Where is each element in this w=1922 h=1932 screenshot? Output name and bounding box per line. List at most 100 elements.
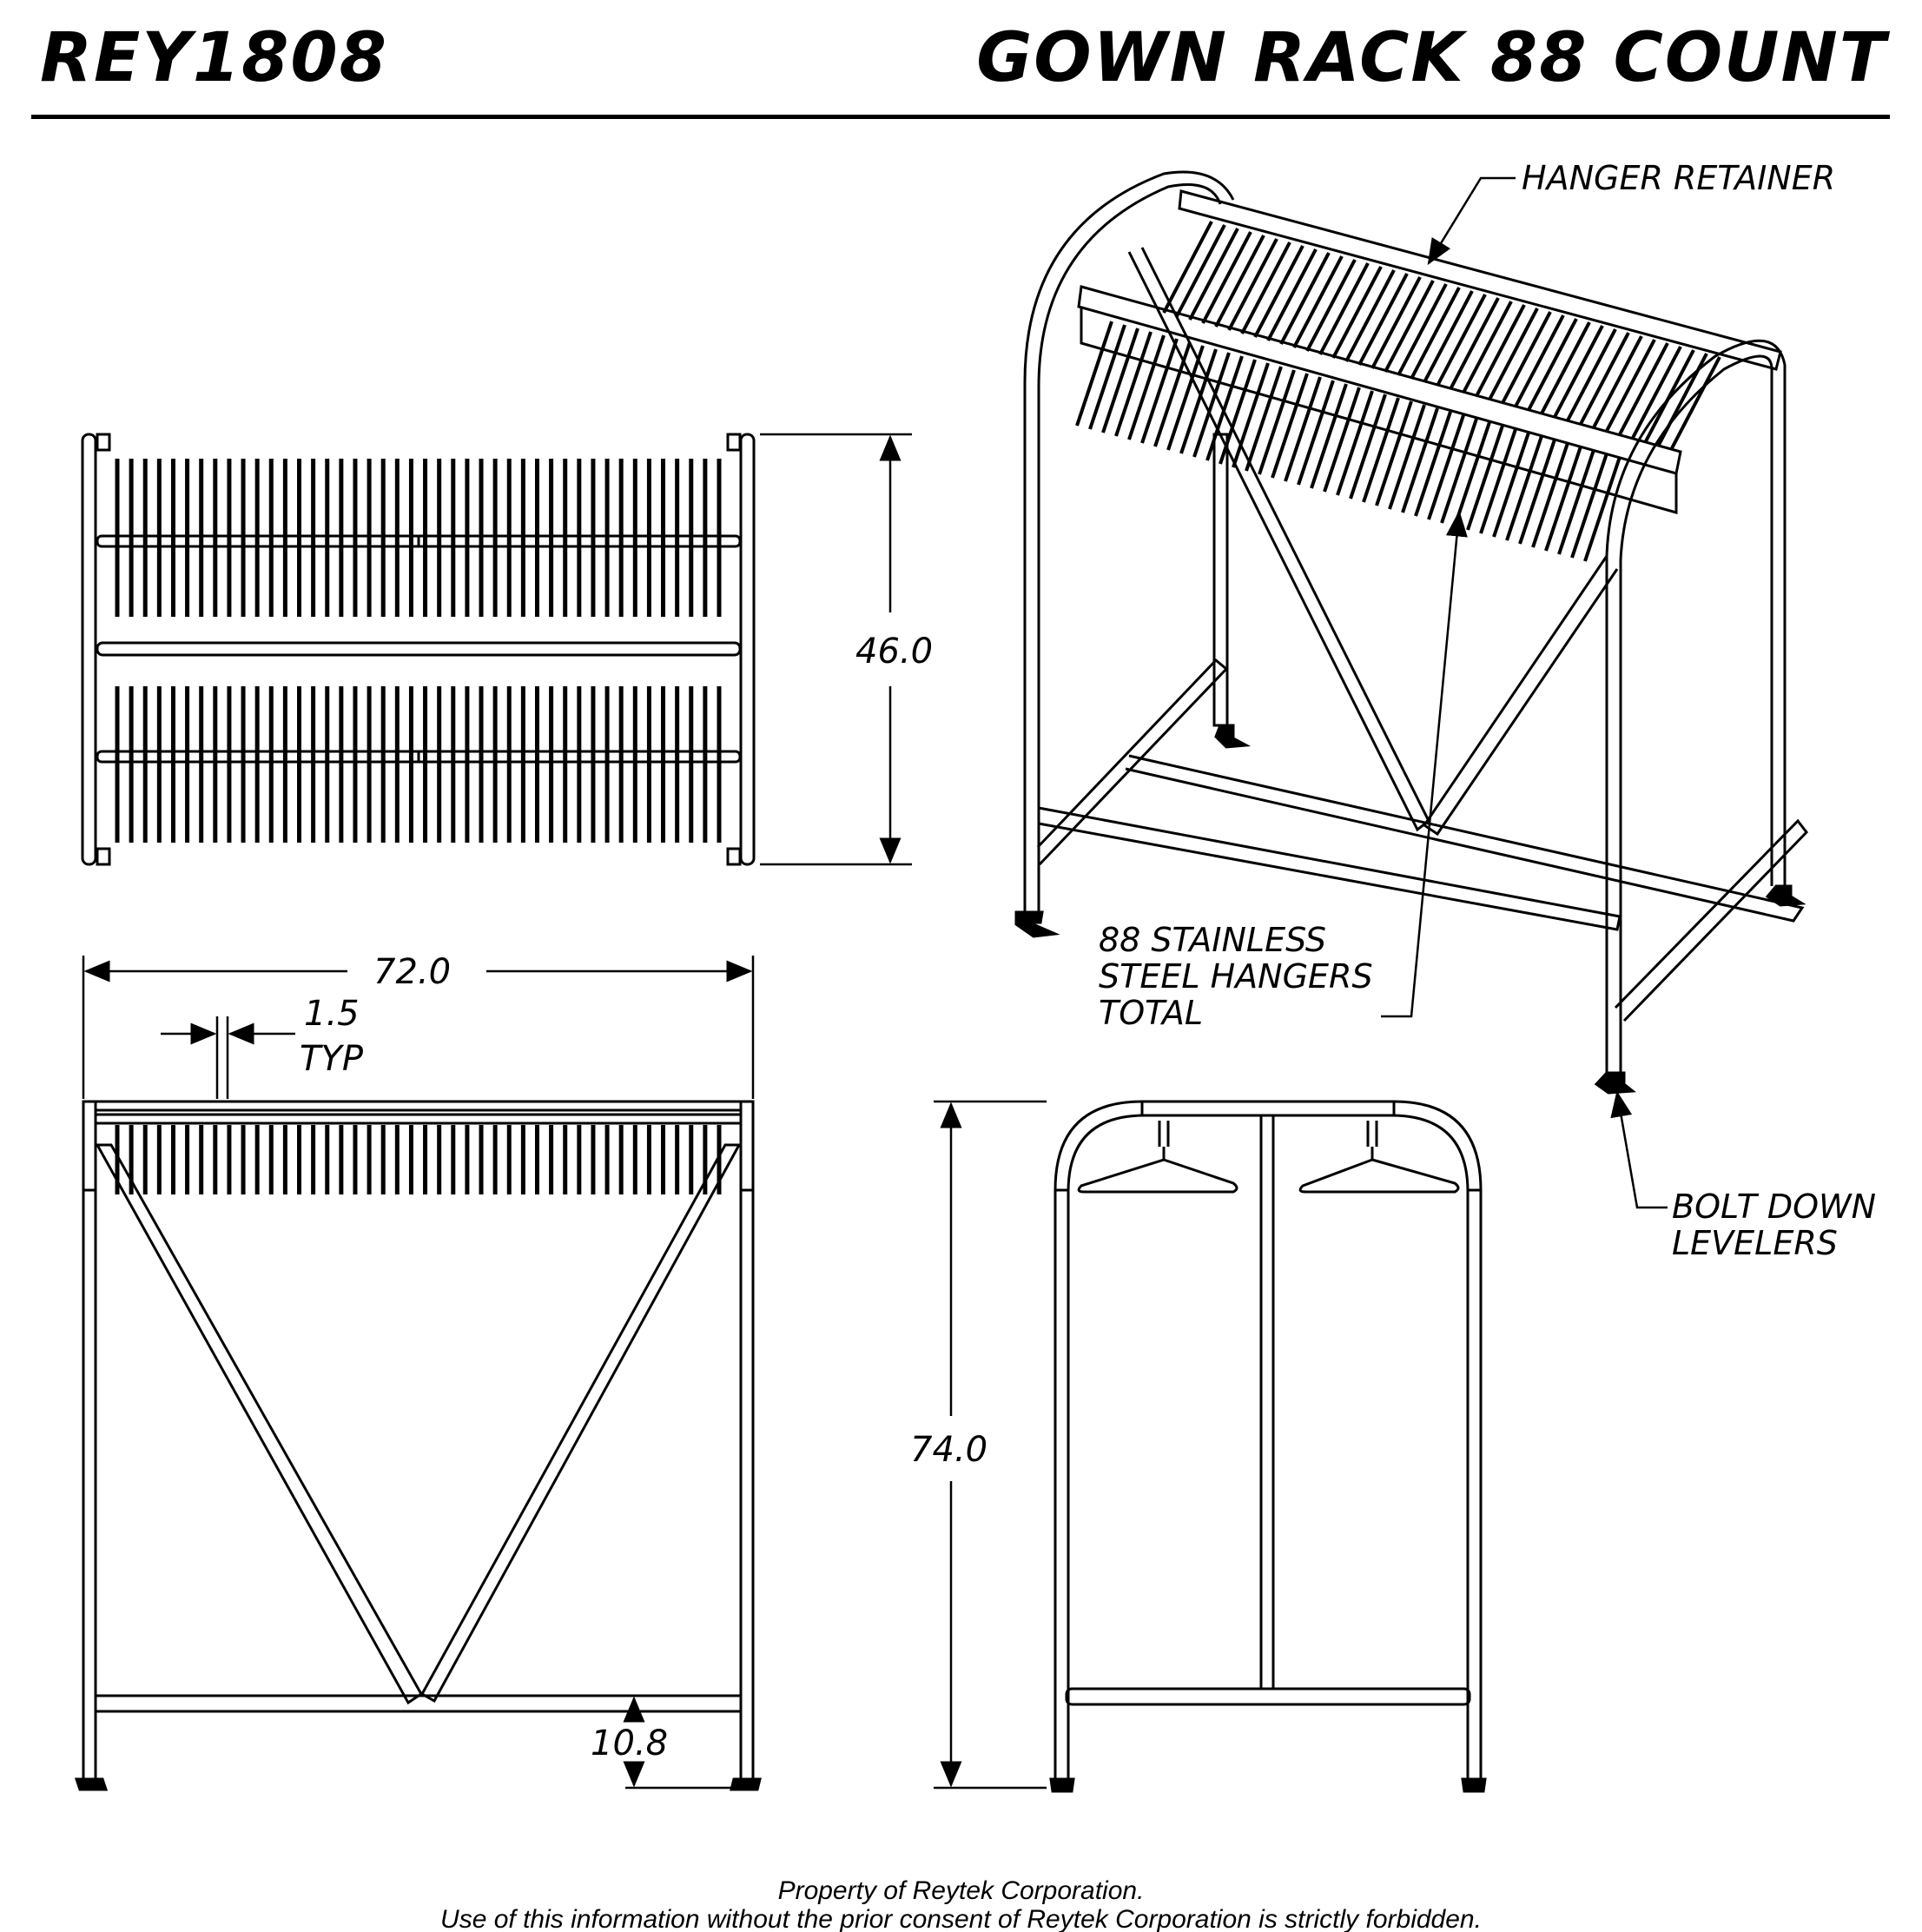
iso-hanger-stroke xyxy=(1245,366,1283,472)
levelers-callout-line-1: BOLT DOWN xyxy=(1672,1188,1876,1226)
overall-height-dimension-label: 74.0 xyxy=(910,1430,987,1470)
iso-hanger-stroke xyxy=(1449,297,1500,390)
iso-hanger-stroke xyxy=(1219,359,1257,465)
iso-hanger-stroke xyxy=(1553,325,1604,418)
iso-hanger-stroke xyxy=(1127,334,1166,440)
iso-hanger-stroke xyxy=(1284,376,1322,482)
iso-hanger-stroke xyxy=(1188,228,1239,321)
iso-hanger-stroke xyxy=(1544,446,1582,552)
dimension-hanger-spacing xyxy=(161,1016,295,1099)
iso-hanger-stroke xyxy=(1427,414,1465,520)
iso-hanger-stroke xyxy=(1518,439,1556,545)
depth-dimension-label: 46.0 xyxy=(855,632,933,672)
iso-hanger-stroke xyxy=(1631,346,1682,439)
iso-hanger-stroke xyxy=(1475,304,1526,397)
iso-hanger-stroke xyxy=(1232,362,1270,468)
bottom-rail-dimension-label: 10.8 xyxy=(591,1724,668,1763)
iso-hanger-stroke xyxy=(1192,352,1231,458)
hangers-callout-line-2: STEEL HANGERS xyxy=(1099,957,1373,996)
iso-hanger-stroke xyxy=(1349,394,1387,500)
hanger-retainer-callout: HANGER RETAINER xyxy=(1522,159,1835,197)
iso-hanger-stroke xyxy=(1344,269,1396,362)
iso-hanger-stroke xyxy=(1088,324,1126,430)
iso-hanger-stroke xyxy=(1305,259,1357,352)
iso-hanger-stroke xyxy=(1540,321,1591,414)
iso-hanger-stroke xyxy=(1253,245,1304,338)
iso-hanger-stroke xyxy=(1488,308,1539,400)
isometric-hangers xyxy=(1075,221,1721,562)
drawing-title: GOWN RACK 88 COUNT xyxy=(976,19,1887,97)
iso-hanger-stroke xyxy=(1501,311,1552,404)
iso-hanger-stroke xyxy=(1227,238,1278,331)
hangers-callout-line-1: 88 STAINLESS xyxy=(1099,921,1326,959)
iso-hanger-stroke xyxy=(1618,342,1669,435)
iso-hanger-stroke xyxy=(1370,276,1422,369)
iso-hanger-stroke xyxy=(1075,321,1113,427)
iso-hanger-stroke xyxy=(1153,341,1192,447)
iso-hanger-stroke xyxy=(1657,353,1708,446)
iso-hanger-stroke xyxy=(1162,221,1213,314)
iso-hanger-stroke xyxy=(1297,380,1335,486)
iso-hanger-stroke xyxy=(1514,314,1565,407)
title-divider xyxy=(31,115,1890,119)
iso-hanger-stroke xyxy=(1201,231,1252,324)
part-number: REY1808 xyxy=(40,19,388,97)
iso-hanger-stroke xyxy=(1271,373,1309,479)
iso-hanger-stroke xyxy=(1505,435,1543,541)
iso-hanger-stroke xyxy=(1644,349,1695,442)
iso-hanger-stroke xyxy=(1479,428,1517,534)
hangers-callout-line-3: TOTAL xyxy=(1099,994,1203,1032)
footer-usage-notice: Use of this information without the prio… xyxy=(440,1905,1482,1932)
width-dimension-label: 72.0 xyxy=(373,952,451,992)
iso-hanger-stroke xyxy=(1214,235,1265,328)
dimension-bottom-rail xyxy=(623,1696,738,1790)
iso-hanger-stroke xyxy=(1492,432,1530,538)
dimension-width xyxy=(82,956,755,1099)
dimension-depth xyxy=(760,433,912,866)
iso-hanger-stroke xyxy=(1101,328,1139,433)
top-view xyxy=(81,433,756,866)
iso-hanger-stroke xyxy=(1375,400,1413,506)
iso-hanger-stroke xyxy=(1114,331,1153,437)
hanger-teeth-upper xyxy=(115,459,722,617)
hanger-spacing-label: 1.5 xyxy=(304,994,360,1034)
iso-hanger-stroke xyxy=(1579,332,1630,425)
iso-hanger-stroke xyxy=(1318,262,1370,355)
iso-hanger-stroke xyxy=(1331,266,1383,359)
front-view xyxy=(74,1100,762,1791)
iso-hanger-stroke xyxy=(1266,248,1318,341)
iso-hanger-stroke xyxy=(1453,421,1491,527)
iso-hanger-stroke xyxy=(1292,255,1344,348)
iso-hanger-stroke xyxy=(1436,294,1487,387)
iso-hanger-stroke xyxy=(1384,280,1435,373)
iso-hanger-stroke xyxy=(1466,425,1504,531)
iso-hanger-stroke xyxy=(1362,397,1400,503)
iso-hanger-stroke xyxy=(1357,273,1409,366)
iso-hanger-stroke xyxy=(1179,348,1218,454)
iso-hanger-stroke xyxy=(1310,383,1348,489)
iso-hanger-stroke xyxy=(1527,318,1578,411)
iso-hanger-stroke xyxy=(1440,418,1478,524)
iso-hanger-stroke xyxy=(1605,339,1656,432)
iso-hanger-stroke xyxy=(1140,338,1179,444)
iso-hanger-stroke xyxy=(1397,283,1448,376)
iso-hanger-stroke xyxy=(1570,453,1608,559)
hanger-spacing-note: TYP xyxy=(300,1039,364,1079)
iso-hanger-stroke xyxy=(1401,407,1439,513)
hanger-teeth-lower xyxy=(115,686,722,843)
side-view xyxy=(1049,1100,1487,1793)
isometric-view xyxy=(1014,170,1808,1095)
iso-hanger-stroke xyxy=(1557,449,1595,555)
iso-hanger-stroke xyxy=(1323,387,1361,493)
iso-hanger-stroke xyxy=(1410,287,1461,380)
iso-hanger-stroke xyxy=(1462,301,1513,394)
iso-hanger-stroke xyxy=(1240,242,1291,334)
iso-hanger-stroke xyxy=(1670,356,1721,449)
iso-hanger-stroke xyxy=(1258,369,1296,475)
iso-hanger-stroke xyxy=(1531,442,1569,548)
iso-hanger-stroke xyxy=(1166,345,1205,451)
iso-hanger-stroke xyxy=(1279,252,1331,345)
iso-hanger-stroke xyxy=(1414,411,1452,517)
